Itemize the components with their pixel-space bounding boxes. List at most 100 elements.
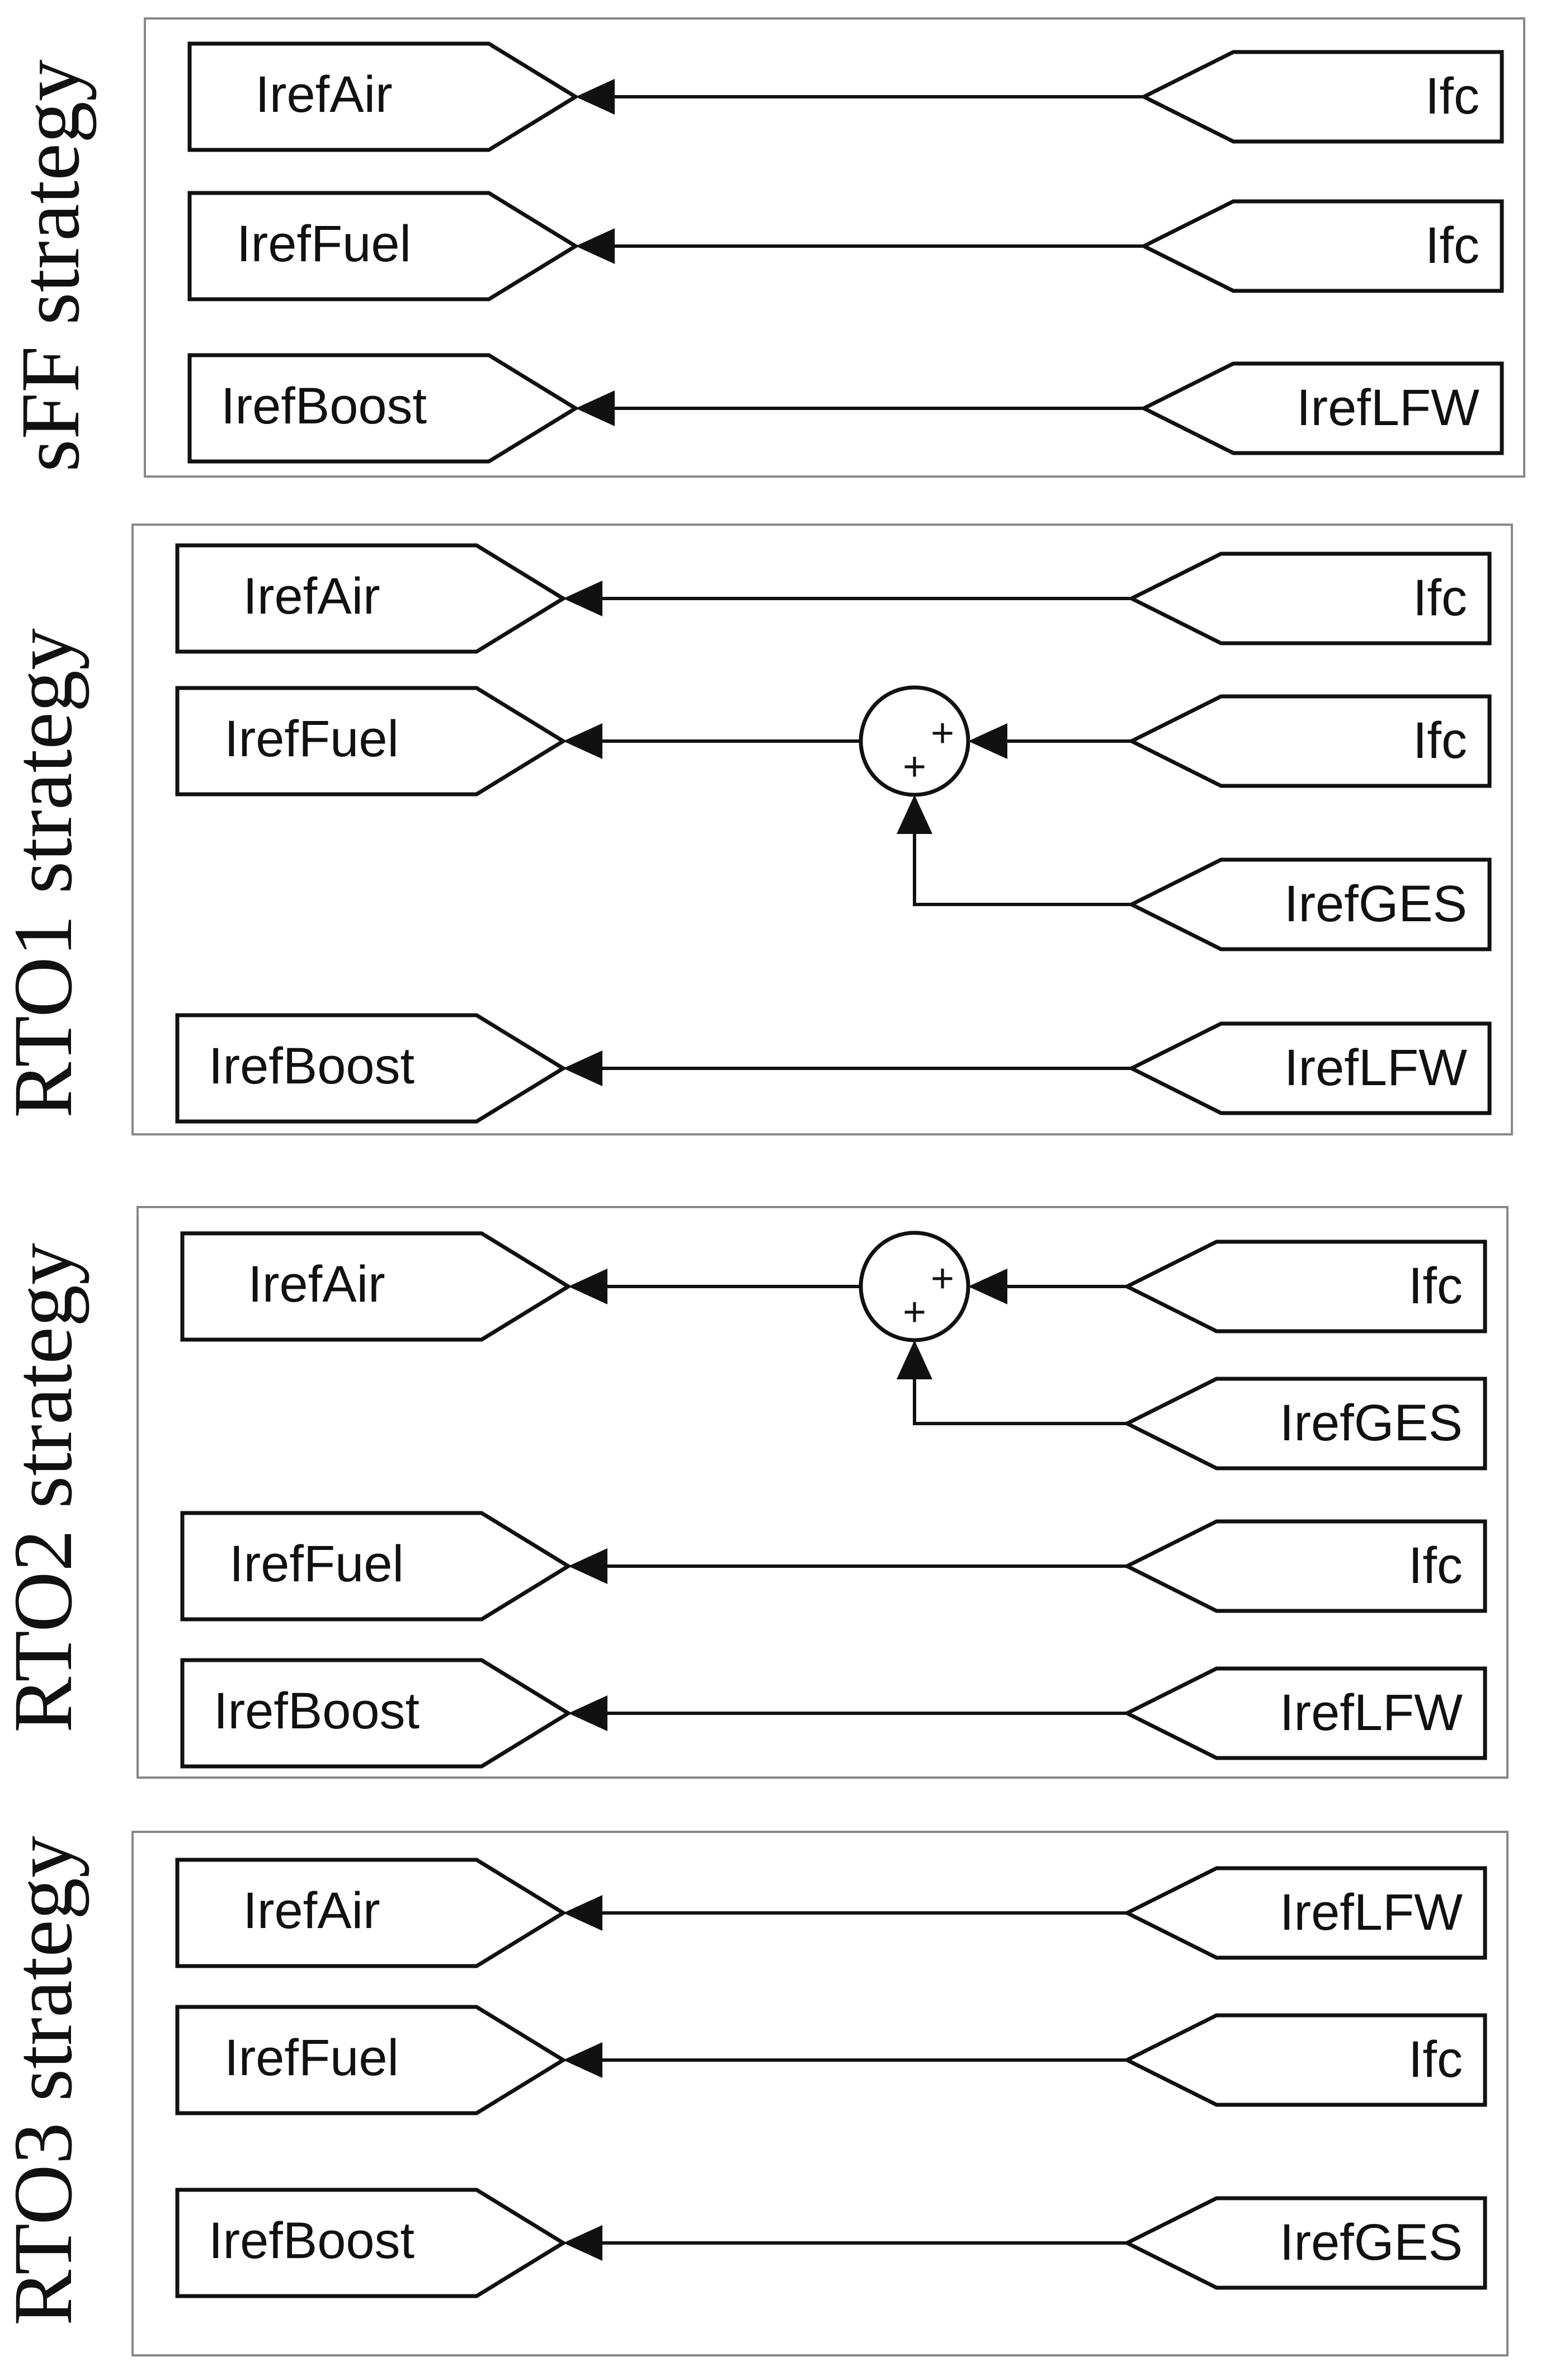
outport-label: IrefAir bbox=[243, 568, 380, 625]
sum-sign: + bbox=[903, 744, 926, 789]
signal-row: IrefFuel Ifc ++ bbox=[175, 685, 1492, 797]
inport-label: IrefGES bbox=[1280, 2214, 1463, 2271]
signal-line bbox=[913, 834, 1132, 906]
outport-block bbox=[175, 543, 567, 654]
arrow-head bbox=[563, 1895, 602, 1931]
arrow-head bbox=[563, 581, 602, 616]
outport-label: IrefBoost bbox=[214, 1683, 420, 1740]
strategy-label: RTO3 strategy bbox=[0, 1836, 89, 2326]
arrow-head bbox=[568, 1269, 607, 1304]
inport-label: Ifc bbox=[1425, 68, 1479, 125]
outport-block bbox=[187, 41, 579, 152]
outport-label: IrefFuel bbox=[229, 1535, 404, 1592]
outport-label: IrefFuel bbox=[237, 215, 411, 272]
inport-block bbox=[1127, 552, 1492, 645]
arrow-head bbox=[563, 2225, 602, 2261]
outport-label: IrefBoost bbox=[221, 378, 427, 435]
outport-label: IrefAir bbox=[255, 66, 392, 123]
signal-row: IrefFuel Ifc bbox=[187, 191, 1504, 301]
inport-label: Ifc bbox=[1408, 2031, 1463, 2088]
outport-label: IrefBoost bbox=[209, 2212, 414, 2269]
signal-row: IrefAir IrefLFW bbox=[175, 1858, 1487, 1968]
outport-block bbox=[175, 1013, 567, 1124]
signal-row: IrefFuel Ifc bbox=[175, 2005, 1487, 2115]
arrow-head bbox=[563, 1050, 602, 1086]
panel-border bbox=[131, 524, 1513, 1135]
inport-block bbox=[1123, 2013, 1487, 2107]
inport-label: Ifc bbox=[1408, 1257, 1463, 1314]
inport-block bbox=[1127, 857, 1492, 951]
outport-block bbox=[175, 2188, 567, 2298]
inport-block bbox=[1139, 50, 1504, 144]
outport-block bbox=[175, 686, 567, 797]
panel-border bbox=[131, 1831, 1509, 2357]
arrow-head bbox=[576, 79, 615, 115]
inport-label: IrefGES bbox=[1280, 1394, 1463, 1451]
arrow-head bbox=[568, 1548, 607, 1584]
inport-block bbox=[1127, 694, 1492, 788]
inport-block bbox=[1123, 1377, 1487, 1471]
strategy-label: sFF strategy bbox=[4, 59, 97, 472]
arrow-head bbox=[563, 2042, 602, 2078]
arrow-head bbox=[576, 228, 615, 264]
sum-sign: + bbox=[931, 1256, 954, 1301]
inport-label: IrefGES bbox=[1284, 875, 1467, 932]
signal-row: IrefBoost IrefLFW bbox=[175, 1013, 1492, 1124]
arrow-head bbox=[968, 1269, 1007, 1304]
sum-sign: + bbox=[931, 711, 954, 756]
outport-block bbox=[180, 1511, 572, 1622]
inport-label: IrefLFW bbox=[1284, 1039, 1467, 1096]
outport-block bbox=[180, 1231, 572, 1342]
signal-row: IrefBoost IrefLFW bbox=[187, 353, 1504, 464]
signal-line bbox=[913, 1379, 1127, 1425]
signal-row: IrefBoost IrefGES bbox=[175, 2188, 1487, 2298]
outport-label: IrefAir bbox=[248, 1256, 385, 1313]
inport-label: IrefLFW bbox=[1297, 379, 1479, 436]
panel-border bbox=[136, 1206, 1509, 1779]
inport-block bbox=[1123, 1519, 1487, 1613]
inport-block bbox=[1123, 1666, 1487, 1760]
signal-row: IrefFuel Ifc bbox=[180, 1511, 1487, 1622]
inport-label: IrefLFW bbox=[1280, 1684, 1463, 1741]
outport-label: IrefAir bbox=[243, 1882, 380, 1939]
outport-label: IrefFuel bbox=[224, 710, 399, 767]
signal-row: IrefBoost IrefLFW bbox=[180, 1658, 1487, 1769]
signal-row: IrefAir Ifc bbox=[175, 543, 1492, 654]
outport-label: IrefBoost bbox=[209, 1038, 414, 1095]
signal-row: IrefAir Ifc ++ bbox=[180, 1231, 1487, 1342]
arrow-head bbox=[968, 723, 1007, 759]
signal-row: IrefAir Ifc bbox=[187, 41, 1504, 152]
inport-label: Ifc bbox=[1408, 1537, 1463, 1594]
arrow-head bbox=[563, 723, 602, 759]
strategy-label: RTO1 strategy bbox=[0, 628, 89, 1118]
inport-block bbox=[1139, 361, 1504, 455]
panel-border bbox=[144, 17, 1525, 478]
arrow-head bbox=[576, 390, 615, 426]
arrow-head bbox=[568, 1695, 607, 1731]
sum-input-row: IrefGES bbox=[897, 1340, 1487, 1471]
inport-block bbox=[1139, 199, 1504, 293]
arrow-head bbox=[897, 1340, 932, 1379]
inport-label: Ifc bbox=[1413, 569, 1467, 626]
inport-label: IrefLFW bbox=[1280, 1884, 1463, 1941]
inport-block bbox=[1123, 1866, 1487, 1960]
strategy-label: RTO2 strategy bbox=[0, 1243, 89, 1733]
outport-block bbox=[187, 191, 579, 301]
outport-block bbox=[175, 2005, 567, 2115]
inport-label: Ifc bbox=[1425, 217, 1479, 274]
inport-block bbox=[1123, 2196, 1487, 2290]
outport-label: IrefFuel bbox=[224, 2029, 399, 2086]
outport-block bbox=[187, 353, 579, 464]
inport-block bbox=[1127, 1021, 1492, 1115]
inport-label: Ifc bbox=[1413, 712, 1467, 769]
inport-block bbox=[1123, 1240, 1487, 1333]
sum-input-row: IrefGES bbox=[897, 795, 1492, 951]
outport-block bbox=[180, 1658, 572, 1769]
arrow-head bbox=[897, 795, 932, 834]
sum-sign: + bbox=[903, 1290, 926, 1335]
